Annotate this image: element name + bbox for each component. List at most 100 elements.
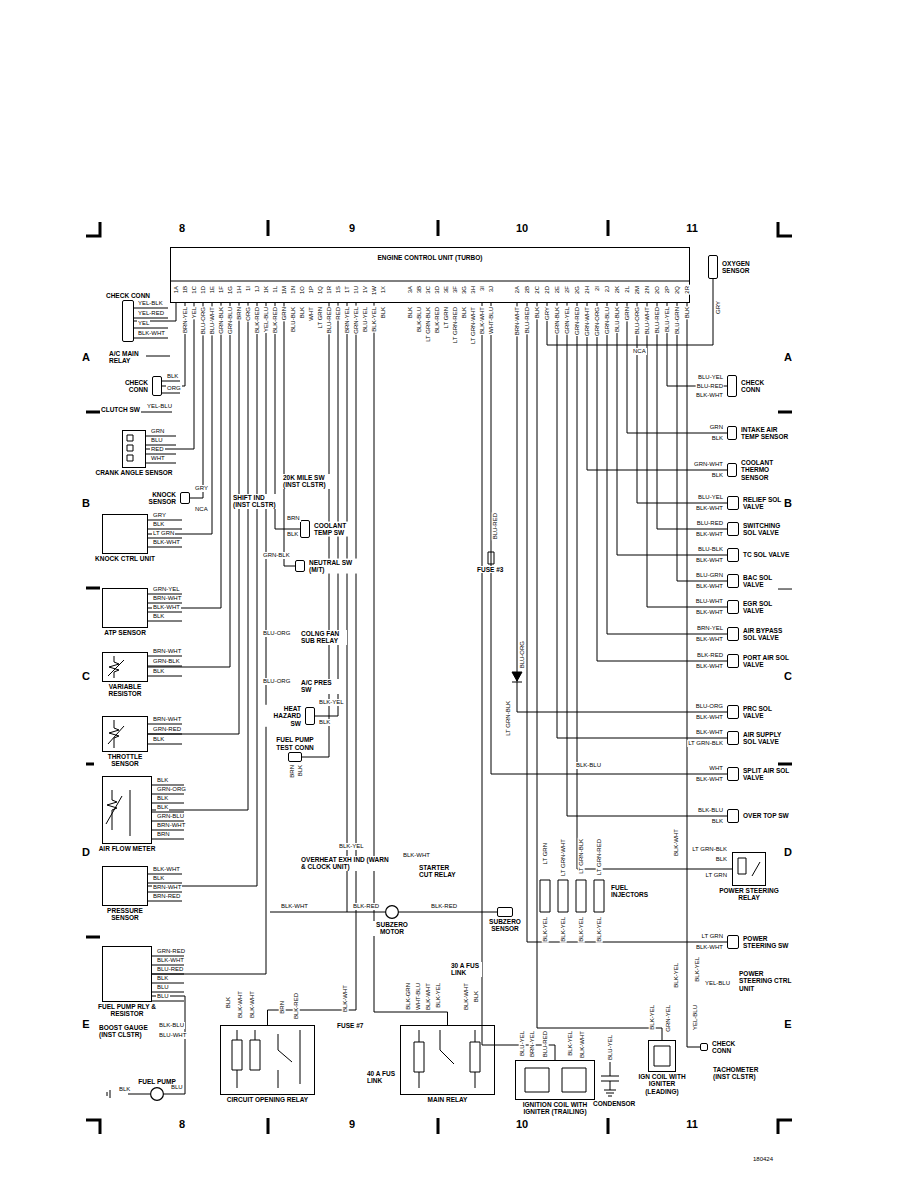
label-block: IGNITION COIL WITH IGNITER (TRAILING) [509, 1101, 601, 1116]
connector-symbol: SPLIT AIR SOL VALVE [727, 767, 739, 781]
wire-label: BLK-WHT [695, 583, 724, 590]
wire-label: BRN [289, 764, 296, 779]
wire-label: BRN-YEL [696, 625, 724, 632]
wire-label: BLK-WHT [695, 609, 724, 616]
component-box: FUEL PUMP RLY & RESISTOR [102, 946, 152, 1002]
pin-number: 2B [524, 285, 531, 294]
pin-number: 1B [182, 285, 189, 294]
label-block: CRANK ANGLE SENSOR [94, 469, 173, 476]
pin-number: 2O [654, 285, 661, 295]
wire-color: GRN-BLU [227, 306, 234, 335]
wire-label: BLK-WHT [695, 714, 724, 721]
wire [517, 303, 727, 712]
component-name: AIR BYPASS SOL VALVE [743, 627, 793, 642]
wire-label: BLK-YEL [649, 1004, 656, 1031]
pin-number: 1K [263, 285, 270, 294]
wire-label: BLK-WHT [695, 392, 724, 399]
pin-number: 1V [362, 285, 369, 294]
wire-label: RED [150, 446, 165, 453]
wire-color: YEL-BLU [263, 306, 270, 333]
label-block: PRC SOL VALVE [742, 705, 794, 720]
wire-label: BLU-WHT [158, 1032, 187, 1039]
pin-number: 1T [344, 285, 351, 294]
wire [315, 303, 338, 716]
wire-color: LT GRN-WHT [470, 306, 477, 345]
wire-color: BLK-BLU [416, 306, 423, 333]
wire-color: BRN-YEL [344, 306, 351, 334]
connector-symbol: NEUTRAL SW (M/T) [295, 560, 305, 572]
wire-label: BLU-GRN [695, 572, 724, 579]
component-name: IGN COIL WITH IGNITER (LEADING) [632, 1073, 692, 1095]
grid-reference: 11 [685, 222, 699, 234]
wire-label: BLK [297, 764, 304, 777]
label-block: SUBZERO SENSOR [484, 918, 526, 933]
wire-color: BLU-BLK [614, 306, 621, 333]
component-name: EGR SOL VALVE [743, 600, 793, 615]
label-block: SWITCHING SOL VALVE [742, 522, 794, 537]
grid-reference: E [783, 1018, 792, 1030]
pin-number: 3C [425, 285, 432, 295]
wire [677, 303, 727, 581]
grid-tick [86, 220, 792, 1134]
wire-label: BLK-WHT [152, 866, 181, 873]
wire [148, 303, 257, 886]
connector-symbol: CHECK CONN [727, 375, 737, 397]
wire-label: BRN-YEL [529, 1030, 536, 1058]
wire-label: YEL-BLK [137, 300, 164, 307]
wire-label: YEL-BLU [692, 1004, 699, 1031]
component-name: THROTTLE SENSOR [95, 753, 155, 768]
wire-label: GRN [150, 428, 165, 435]
wire-label: WHT [150, 455, 166, 462]
pin-number: 2I [594, 285, 601, 292]
wire-color: GRN-YEL [564, 306, 571, 335]
wire-label: BLK-WHT [280, 903, 309, 910]
label-block: INTAKE AIR TEMP SENSOR [740, 426, 792, 441]
wire-label: BLU [150, 437, 164, 444]
wire-label: BLK-YEL [694, 956, 701, 983]
injector-symbol [540, 880, 604, 912]
wire-label: BLK-YEL [578, 916, 585, 943]
label-block: CHECK CONN [107, 379, 149, 394]
wire-color: BLU-WHT [644, 306, 651, 335]
wire-color: BLK [534, 306, 541, 319]
pin-number: 3D [434, 285, 441, 295]
component-name: CIRCUIT OPENING RELAY [227, 1096, 308, 1103]
wire [152, 303, 248, 810]
component-box: CIRCUIT OPENING RELAY [220, 1025, 315, 1095]
pin-number: 1A [173, 285, 180, 294]
wire-label: BLK [156, 777, 169, 784]
component-name: INTAKE AIR TEMP SENSOR [741, 426, 791, 441]
wire-label: 40 A FUS LINK [366, 1070, 398, 1085]
wire-label: BLU [156, 984, 170, 991]
pin-number: 3G [461, 285, 468, 295]
wire [491, 303, 727, 774]
pin-number: 1Q [317, 285, 324, 295]
wire-color: YEL [191, 306, 198, 319]
pin-number: 1C [191, 285, 198, 295]
wire-label: BLK-WHT [695, 776, 724, 783]
wire-color: BRN [236, 306, 243, 321]
component-name: SPLIT AIR SOL VALVE [743, 767, 793, 782]
pin-number: 3B [416, 285, 423, 294]
wire-label: BLK-YEL [542, 916, 549, 943]
wire-label: COLNG FAN SUB RELAY [300, 630, 347, 645]
wire-color: BLU-WHT [209, 306, 216, 335]
wire-label: GRN-YEL [665, 1004, 672, 1033]
label-block: TC SOL VALVE [742, 551, 790, 558]
component-box: THROTTLE SENSOR [102, 716, 148, 752]
component-name: CHECK CONN [712, 1040, 742, 1055]
grid-reference: B [783, 497, 793, 509]
wire-label: GRN-BLK [262, 552, 291, 559]
pin-number: 3F [452, 285, 459, 294]
wire-label: LT GRN-WHT [560, 838, 567, 877]
label-block: KNOCK SENSOR [135, 491, 177, 506]
component-name: AIR FLOW METER [99, 845, 156, 852]
wire [687, 303, 700, 1047]
wire-color: BLU-GRN [674, 306, 681, 335]
wire-label: 20K MILE SW (INST CLSTR) [282, 474, 334, 489]
wire-label: LT GRN-RED [596, 838, 603, 876]
wire-color: GRN-BLU [604, 306, 611, 335]
label-block: THROTTLE SENSOR [94, 753, 156, 768]
wire-label: OVERHEAT EXH IND (WARN & CLOCK UNIT) [300, 856, 392, 871]
wire-label: BRN-WHT [152, 648, 182, 655]
